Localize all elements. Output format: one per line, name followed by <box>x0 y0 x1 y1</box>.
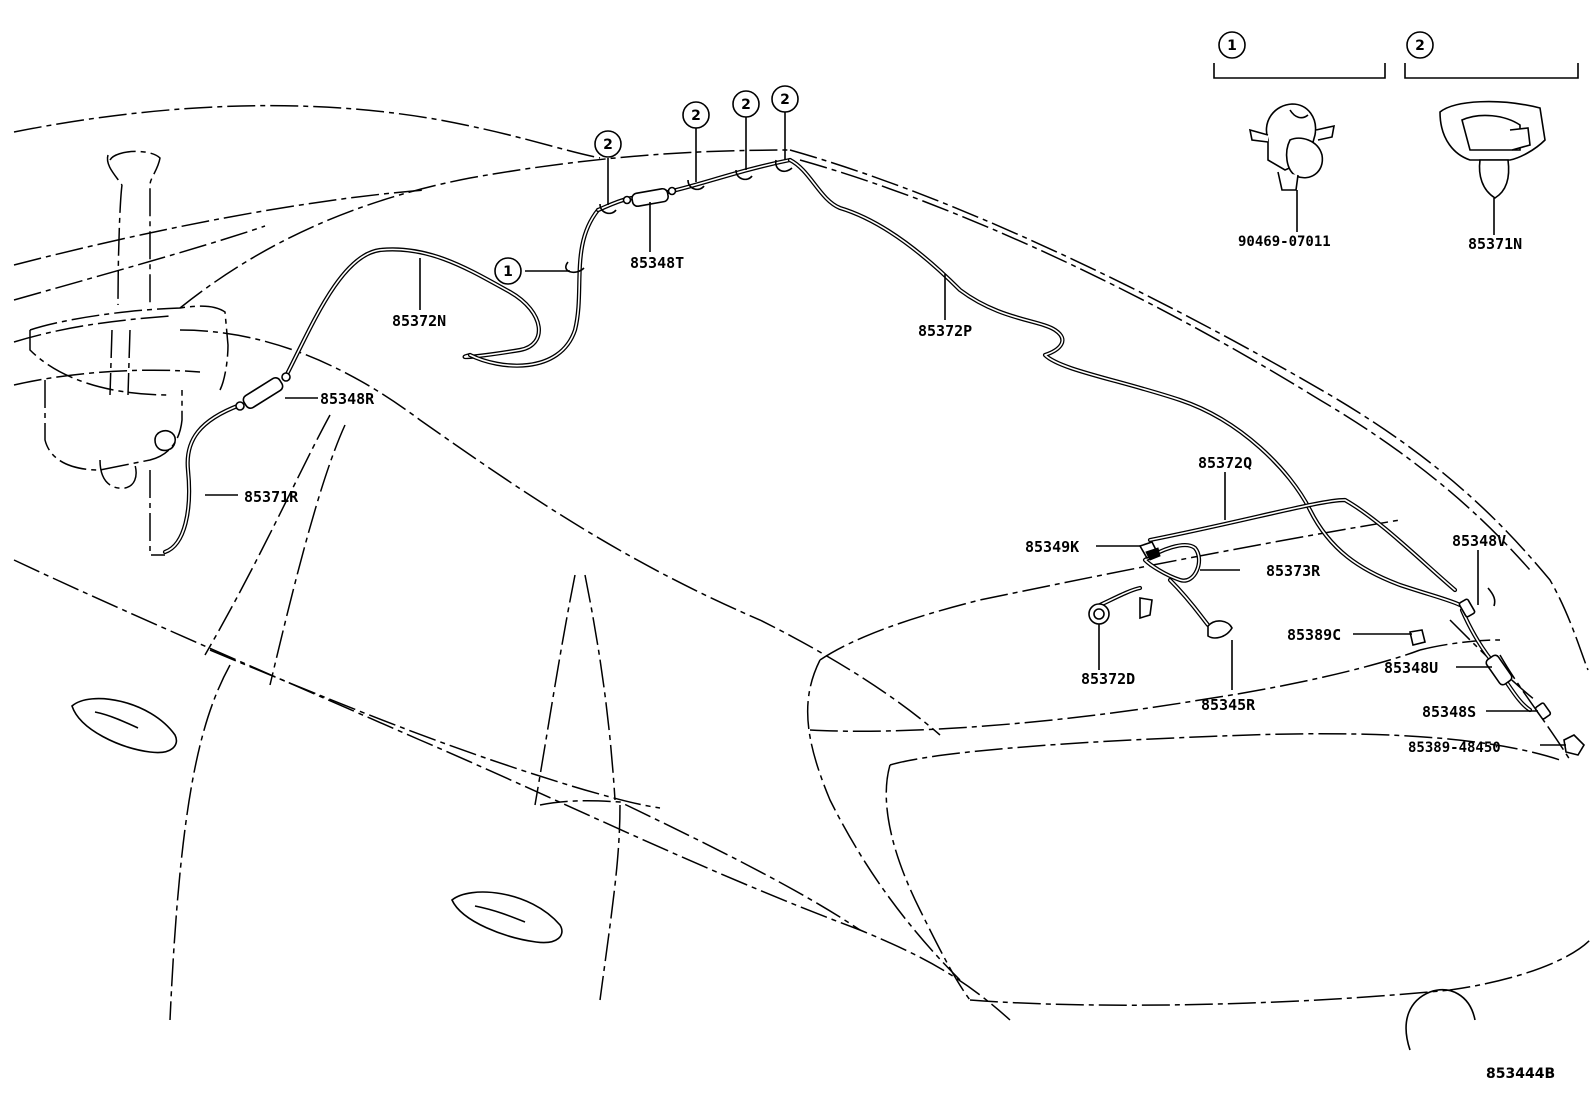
inset-clip-details <box>1213 63 1579 199</box>
car-body-outline <box>13 104 1591 1051</box>
part-label-85371R[interactable]: 85371R <box>244 488 299 506</box>
ref-number: 1 <box>503 264 513 280</box>
illustration-code: 853444B <box>1486 1066 1555 1082</box>
clip-2-drawing <box>1439 100 1546 199</box>
ref-marker-r5: 2 <box>771 85 799 113</box>
ref-number: 2 <box>741 97 751 113</box>
ref-marker-r4: 2 <box>732 90 760 118</box>
ref-number: 2 <box>603 137 613 153</box>
ref-marker-r7: 2 <box>1406 31 1434 59</box>
part-label-85373R[interactable]: 85373R <box>1266 562 1321 580</box>
hose-joints <box>235 159 1586 756</box>
ref-number: 2 <box>780 92 790 108</box>
ref-marker-r2: 2 <box>594 130 622 158</box>
part-label-85348T[interactable]: 85348T <box>630 254 684 272</box>
part-label-85389C[interactable]: 85389C <box>1287 626 1341 644</box>
part-label-85371N[interactable]: 85371N <box>1468 235 1522 253</box>
part-label-85345R[interactable]: 85345R <box>1201 696 1256 714</box>
ref-number: 1 <box>1227 38 1237 54</box>
part-label-85349K[interactable]: 85349K <box>1025 538 1079 556</box>
part-label-85372D[interactable]: 85372D <box>1081 670 1135 688</box>
ref-number: 2 <box>691 108 701 124</box>
part-label-85348R[interactable]: 85348R <box>320 390 375 408</box>
part-label-85372Q[interactable]: 85372Q <box>1198 454 1252 472</box>
part-label-90469-07011[interactable]: 90469-07011 <box>1238 234 1331 250</box>
ref-marker-r3: 2 <box>682 101 710 129</box>
clip-1-drawing <box>1248 103 1336 191</box>
part-label-85348S[interactable]: 85348S <box>1422 703 1476 721</box>
part-label-85372N[interactable]: 85372N <box>392 312 446 330</box>
part-labels: 85348T 85372N 85372P 85348R 85371R 85372… <box>244 234 1522 756</box>
leader-lines <box>205 112 1566 746</box>
washer-tank <box>29 150 229 556</box>
ref-marker-r6: 1 <box>1218 31 1246 59</box>
washer-hoses <box>162 157 1533 713</box>
part-label-85372P[interactable]: 85372P <box>918 322 972 340</box>
ref-marker-r1: 1 <box>494 257 522 285</box>
part-label-85348V[interactable]: 85348V <box>1452 532 1506 550</box>
part-label-85348U[interactable]: 85348U <box>1384 659 1438 677</box>
part-label-85389-48450[interactable]: 85389-48450 <box>1408 740 1501 756</box>
ref-number: 2 <box>1415 38 1425 54</box>
